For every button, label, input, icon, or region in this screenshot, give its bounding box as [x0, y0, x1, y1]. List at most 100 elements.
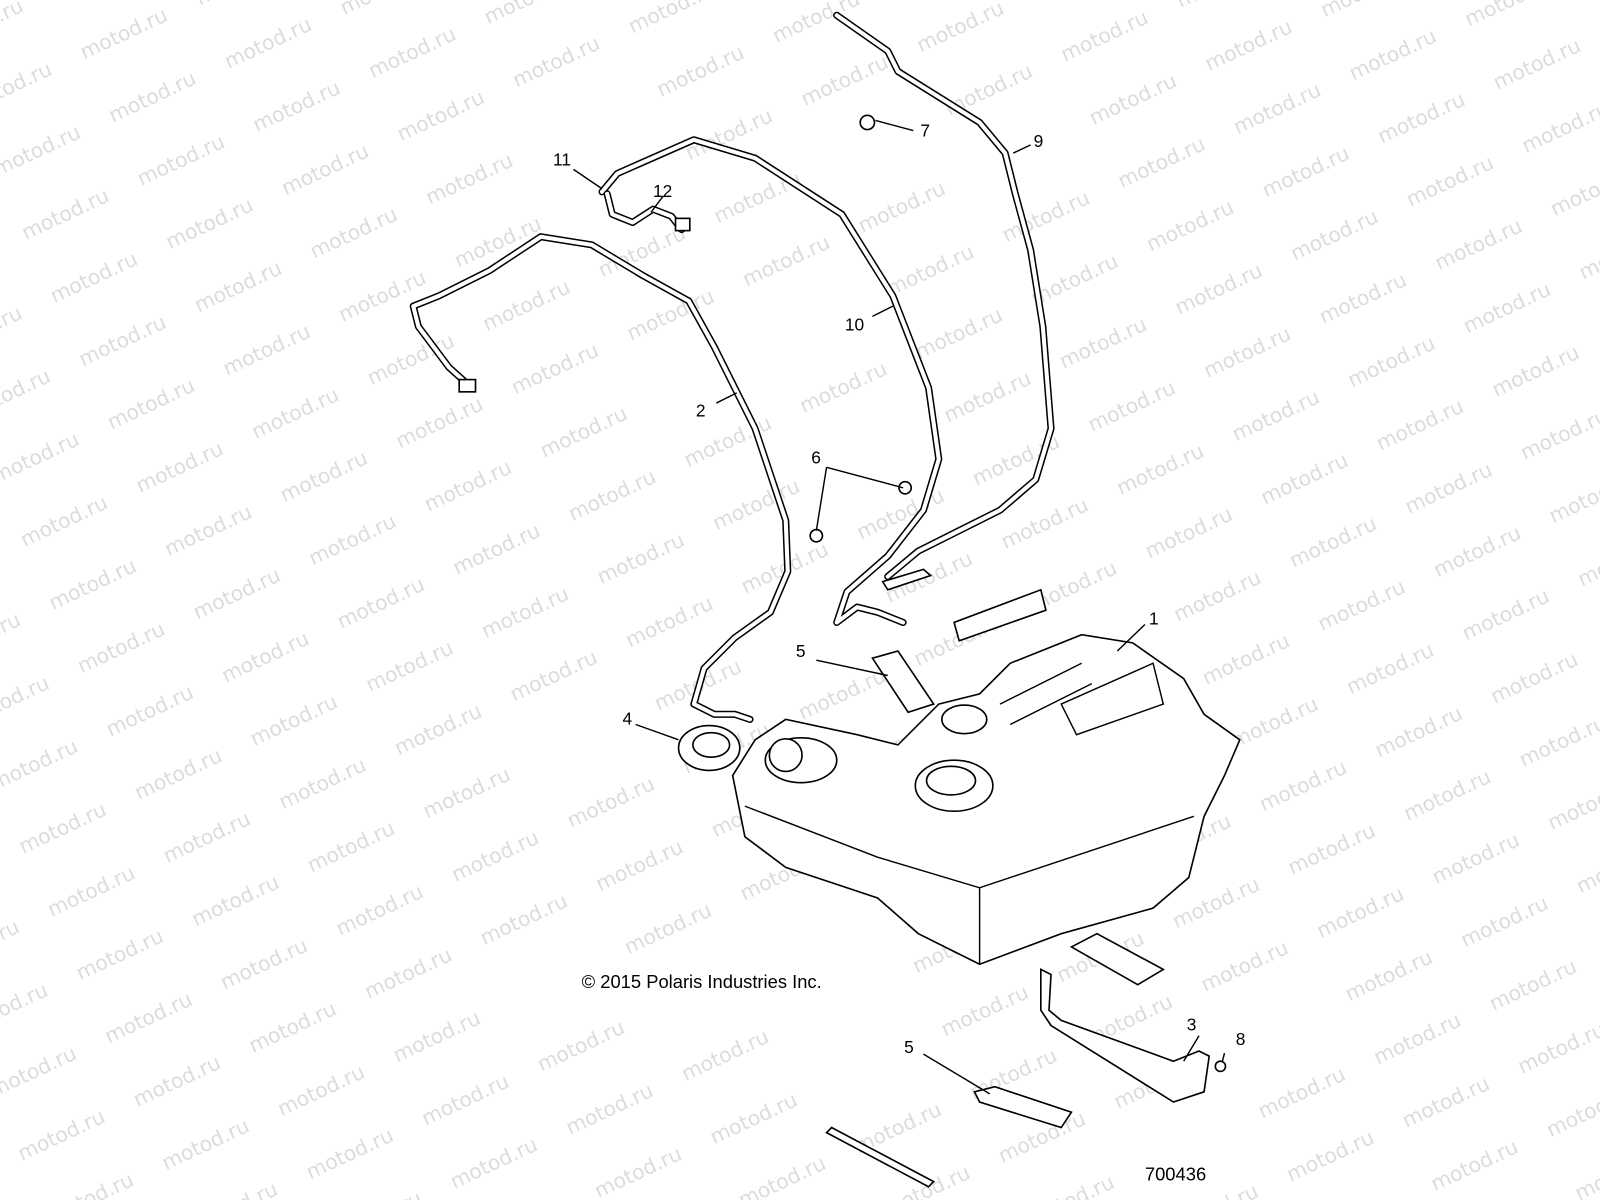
watermark-text: motod.ru [1572, 837, 1600, 898]
clamp-7 [859, 114, 876, 131]
watermark-text: motod.ru [0, 1041, 80, 1102]
watermark-text: motod.ru [75, 310, 170, 371]
watermark-text: motod.ru [1313, 881, 1408, 942]
watermark-text: motod.ru [710, 167, 805, 228]
watermark-text: motod.ru [15, 797, 110, 858]
watermark-text: motod.ru [937, 980, 1032, 1041]
watermark-text: motod.ru [1143, 195, 1238, 256]
watermark-text: motod.ru [1545, 467, 1600, 528]
watermark-text: motod.ru [159, 807, 254, 868]
watermark-text: motod.ru [1343, 638, 1438, 699]
watermark-text: motod.ru [911, 303, 1006, 364]
watermark-text: motod.ru [1371, 701, 1466, 762]
callout-7: 7 [920, 121, 930, 141]
watermark-text: motod.ru [18, 183, 113, 244]
watermark-text: motod.ru [1057, 5, 1152, 66]
hose-end-piece [881, 568, 933, 591]
callout-8: 8 [1236, 1029, 1246, 1049]
callout-6: 6 [811, 447, 821, 467]
watermark-text: motod.ru [1283, 1125, 1378, 1186]
fuel-tank-1 [731, 633, 1241, 966]
watermark-text: motod.ru [420, 455, 515, 516]
watermark-text: motod.ru [681, 103, 776, 164]
watermark-text: motod.ru [129, 1050, 224, 1111]
callout-9: 9 [1034, 131, 1044, 151]
watermark-text: motod.ru [1547, 160, 1600, 221]
watermark-text: motod.ru [14, 1104, 109, 1165]
watermark-text: motod.ru [1341, 945, 1436, 1006]
watermark-text: motod.ru [245, 996, 340, 1057]
watermark-text: motod.ru [506, 645, 601, 706]
watermark-text: motod.ru [706, 1088, 801, 1149]
watermark-text: motod.ru [797, 50, 892, 111]
watermark-text: motod.ru [101, 987, 196, 1048]
watermark-text: motod.ru [449, 518, 544, 579]
watermark-text: motod.ru [105, 66, 200, 127]
watermark-text: motod.ru [620, 898, 715, 959]
callout-3: 3 [1187, 1015, 1197, 1035]
watermark-text: motod.ru [1023, 1170, 1118, 1200]
watermark-text: motod.ru [365, 22, 460, 83]
watermark-text: motod.ru [854, 176, 949, 237]
watermark-text: motod.ru [1574, 530, 1600, 591]
watermark-text: motod.ru [1461, 0, 1556, 31]
watermark-text: motod.ru [1113, 439, 1208, 500]
watermark-text: motod.ru [1372, 394, 1467, 455]
watermark-text: motod.ru [1170, 565, 1265, 626]
watermark-text: motod.ru [1285, 511, 1380, 572]
watermark-text: motod.ru [158, 1113, 253, 1174]
watermark-text: motod.ru [1256, 755, 1351, 816]
watermark-text: motod.ru [1374, 87, 1469, 148]
watermark-text: motod.ru [362, 635, 457, 696]
watermark-text: motod.ru [624, 0, 719, 38]
watermark-text: motod.ru [592, 835, 687, 896]
watermark-text: motod.ru [1401, 457, 1496, 518]
diagram-number: 700436 [1145, 1164, 1206, 1185]
watermark-text: motod.ru [1428, 828, 1523, 889]
watermark-text: motod.ru [188, 870, 283, 931]
callout-10: 10 [845, 315, 864, 335]
pad-5-bottom [973, 1085, 1073, 1129]
watermark-text: motod.ru [0, 427, 83, 488]
watermark-text: motod.ru [735, 1151, 830, 1200]
watermark-text: motod.ru [446, 1132, 541, 1193]
watermark-text: motod.ru [1114, 132, 1209, 193]
watermark-text: motod.ru [476, 888, 571, 949]
watermark-text: motod.ru [104, 373, 199, 434]
watermark-text: motod.ru [1489, 33, 1584, 94]
copyright-notice: © 2015 Polaris Industries Inc. [582, 971, 822, 992]
watermark-text: motod.ru [0, 57, 56, 118]
watermark-text: motod.ru [305, 509, 400, 570]
watermark-text: motod.ru [393, 85, 488, 146]
watermark-text: motod.ru [74, 617, 169, 678]
watermark-text: motod.ru [1431, 214, 1526, 275]
callout-1: 1 [1149, 608, 1159, 628]
watermark-text: motod.ru [1370, 1008, 1465, 1069]
callout-2: 2 [696, 400, 706, 420]
watermark-text: motod.ru [246, 689, 341, 750]
watermark-text: motod.ru [591, 1142, 686, 1200]
watermark-text: motod.ru [565, 464, 660, 525]
watermark-text: motod.ru [536, 401, 631, 462]
watermark-text: motod.ru [1171, 258, 1266, 319]
watermark-text: motod.ru [1398, 1071, 1493, 1132]
watermark-text: motod.ru [191, 256, 286, 317]
watermark-text: motod.ru [448, 825, 543, 886]
watermark-text: motod.ru [1287, 204, 1382, 265]
watermark-text: motod.ru [361, 942, 456, 1003]
callout-5-lower: 5 [904, 1037, 914, 1057]
watermark-text: motod.ru [1315, 267, 1410, 328]
watermark-text: motod.ru [72, 924, 167, 985]
watermark-text: motod.ru [478, 582, 573, 643]
watermark-text: motod.ru [189, 563, 284, 624]
watermark-text: motod.ru [102, 680, 197, 741]
watermark-text: motod.ru [1427, 1134, 1522, 1195]
fuel-cap-4 [677, 724, 741, 772]
watermark-text: motod.ru [16, 490, 111, 551]
pad-5-top [953, 588, 1047, 642]
watermark-text: motod.ru [1198, 628, 1293, 689]
watermark-text: motod.ru [331, 1186, 426, 1200]
watermark-text: motod.ru [1430, 520, 1525, 581]
